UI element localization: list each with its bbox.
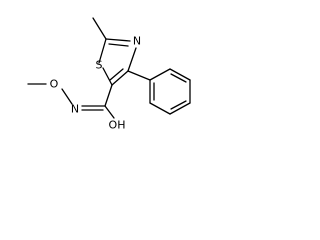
bond-n3-c4 bbox=[127, 47, 137, 72]
bond-c5-carbon bbox=[104, 84, 113, 107]
bond-c2-n3 bbox=[105, 38, 131, 42]
amide-nitrogen-label: N bbox=[71, 103, 79, 116]
hydroxyl-label: OH bbox=[109, 119, 126, 132]
bond-c4-c5 bbox=[111, 70, 129, 86]
bond-phenyl-double-b bbox=[170, 100, 187, 110]
bond-phenyl-double-a bbox=[170, 73, 187, 83]
bond-c4-c5-double bbox=[109, 68, 124, 81]
ring-nitrogen-label: N bbox=[133, 35, 141, 48]
bond-phenyl-4 bbox=[169, 102, 191, 115]
bond-n-o bbox=[61, 88, 73, 105]
bond-c2-methyl bbox=[92, 17, 107, 40]
methoxy-oxygen-label: O bbox=[50, 78, 59, 91]
sulfur-label: S bbox=[96, 59, 103, 72]
bond-c4-phenyl bbox=[127, 70, 151, 81]
bond-phenyl-2 bbox=[169, 68, 191, 81]
chemical-structure-diagram: S N N O OH bbox=[27, 17, 191, 132]
bond-phenyl-1 bbox=[149, 68, 171, 81]
bond-c5-s1 bbox=[102, 67, 113, 86]
bond-carbon-hydroxyl bbox=[104, 105, 115, 119]
bond-phenyl-5 bbox=[149, 102, 171, 115]
bond-s1-c2 bbox=[98, 38, 107, 64]
bond-c2-n3-double bbox=[108, 43, 129, 47]
